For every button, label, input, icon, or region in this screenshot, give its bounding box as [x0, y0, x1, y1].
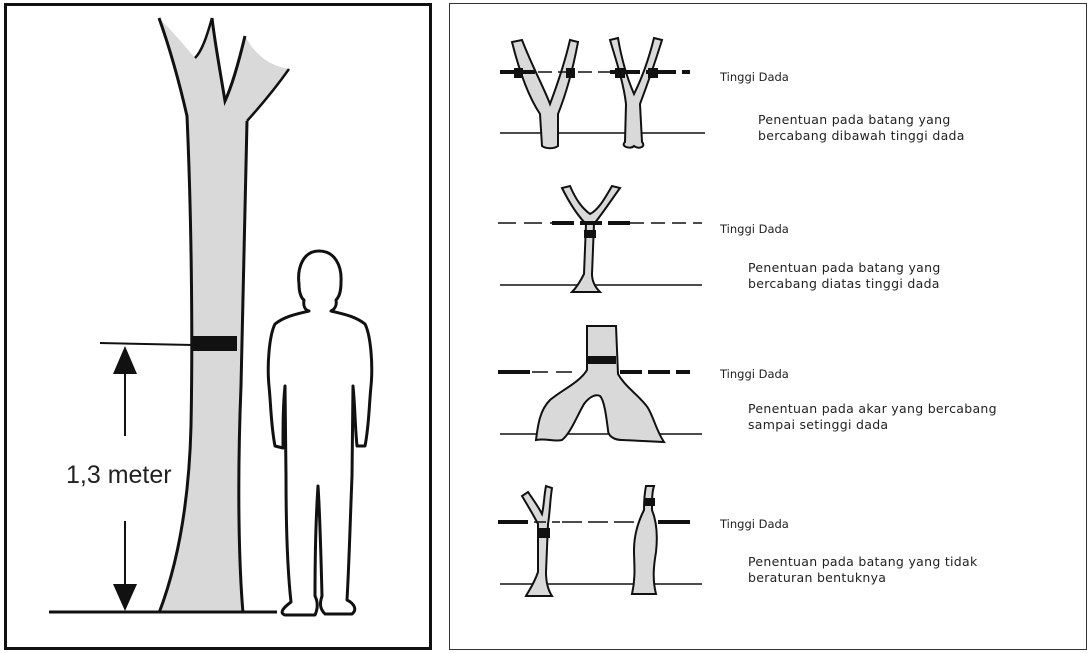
tree-human-illustration: [7, 6, 435, 653]
section-3-desc-line-2: sampai setinggi dada: [748, 417, 997, 433]
section-2-desc-line-1: Penentuan pada batang yang: [748, 260, 941, 276]
case-3-illustration: [498, 326, 702, 442]
left-panel: 1,3 meter: [4, 3, 432, 650]
section-1-desc-line-2: bercabang dibawah tinggi dada: [758, 128, 965, 144]
section-4-desc-line-2: beraturan bentuknya: [748, 570, 978, 586]
tree-trunk: [159, 18, 289, 613]
section-1-desc-line-1: Penentuan pada batang yang: [758, 112, 965, 128]
section-2-description: Penentuan pada batang yang bercabang dia…: [748, 260, 941, 292]
section-3-description: Penentuan pada akar yang bercabang sampa…: [748, 401, 997, 433]
section-3-desc-line-1: Penentuan pada akar yang bercabang: [748, 401, 997, 417]
section-2-label: Tinggi Dada: [720, 222, 789, 236]
section-2-desc-line-2: bercabang diatas tinggi dada: [748, 276, 941, 292]
measure-top-line: [100, 343, 193, 345]
section-3-label: Tinggi Dada: [720, 367, 789, 381]
right-panel: Tinggi Dada Penentuan pada batang yang b…: [449, 3, 1087, 650]
section-1-description: Penentuan pada batang yang bercabang dib…: [758, 112, 965, 144]
section-1-label: Tinggi Dada: [720, 70, 789, 84]
human-silhouette: [268, 251, 372, 615]
dbh-band: [191, 336, 237, 351]
case-2-illustration: [498, 186, 702, 292]
section-4-description: Penentuan pada batang yang tidak beratur…: [748, 554, 978, 586]
case-1-illustration: [500, 38, 705, 148]
case-4-illustration: [498, 486, 702, 596]
arrow-up-icon: [113, 346, 137, 374]
arrow-down-icon: [113, 584, 137, 611]
section-4-desc-line-1: Penentuan pada batang yang tidak: [748, 554, 978, 570]
height-label: 1,3 meter: [62, 461, 176, 490]
section-4-label: Tinggi Dada: [720, 517, 789, 531]
